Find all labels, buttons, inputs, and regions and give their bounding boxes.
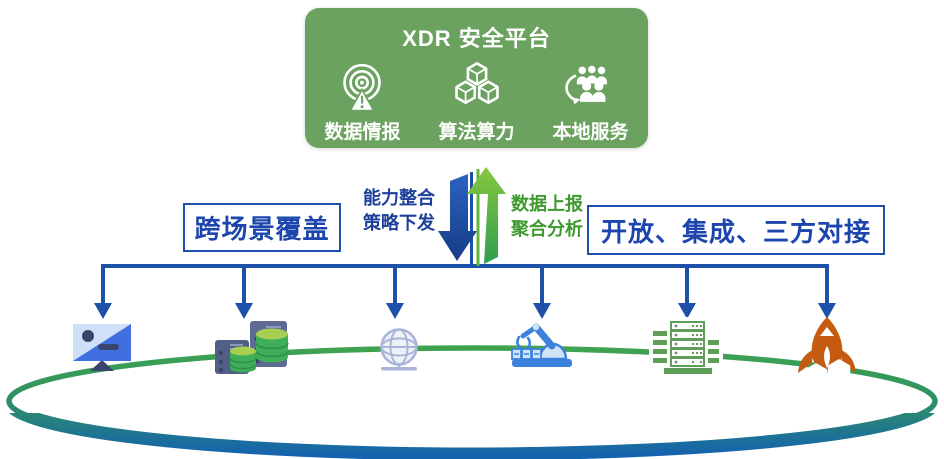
flow-line: 能力整合 <box>363 188 435 208</box>
scene-coverage-box: 跨场景覆盖 <box>183 203 341 252</box>
server-rack-icon <box>649 317 723 376</box>
downlink-label: 能力整合 策略下发 <box>354 186 444 236</box>
flow-line: 数据上报 <box>511 194 583 214</box>
flow-line: 聚合分析 <box>511 219 583 239</box>
hexagon-cluster-icon <box>454 62 499 105</box>
down-arrowheads <box>94 303 836 319</box>
signal-alert-icon <box>343 63 382 112</box>
uplink-label: 数据上报 聚合分析 <box>502 192 592 242</box>
xdr-platform-panel: XDR 安全平台 数据情报 <box>305 8 648 148</box>
rocket-icon <box>798 317 856 389</box>
uplink-arrow <box>467 167 506 266</box>
downlink-arrow <box>438 172 477 266</box>
flow-line: 策略下发 <box>363 213 435 233</box>
feature-row: 数据情报 算法算力 <box>305 59 648 144</box>
gradient-ellipse-ring <box>6 345 938 459</box>
feature-data-intel: 数据情报 <box>306 59 419 144</box>
feature-algorithm: 算法算力 <box>420 59 533 144</box>
panel-title: XDR 安全平台 <box>402 26 551 51</box>
feature-label: 数据情报 <box>324 122 401 143</box>
globe-icon <box>380 328 418 371</box>
feature-label: 本地服务 <box>552 122 629 143</box>
monitor-icon <box>73 324 131 371</box>
integration-label: 开放、集成、三方对接 <box>600 216 871 247</box>
integration-box: 开放、集成、三方对接 <box>587 205 885 255</box>
scene-coverage-label: 跨场景覆盖 <box>194 214 330 244</box>
feature-local-service: 本地服务 <box>534 59 647 144</box>
distribution-connector <box>94 264 836 319</box>
people-group-icon <box>564 65 607 105</box>
robotic-arm-icon <box>511 323 572 367</box>
server-database-icon <box>215 321 289 374</box>
feature-label: 算法算力 <box>438 122 515 143</box>
